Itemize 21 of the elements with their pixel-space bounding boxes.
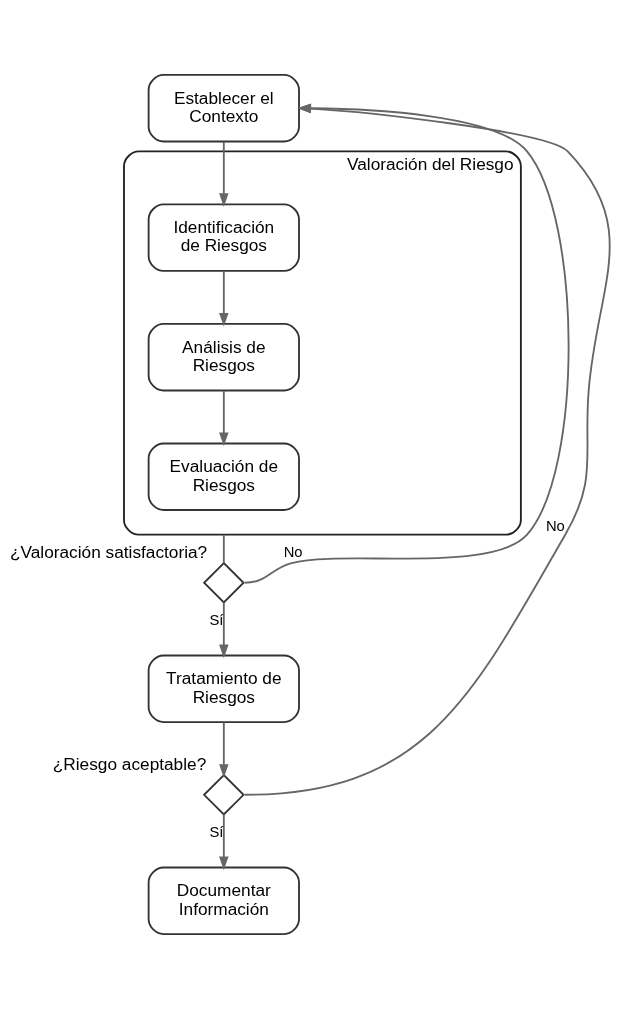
node-box: Análisis de Riesgos bbox=[147, 323, 300, 392]
edge-label: No bbox=[545, 517, 565, 534]
arrow bbox=[219, 721, 229, 778]
node-box: Tratamiento de Riesgos bbox=[147, 654, 300, 723]
arrow bbox=[219, 601, 229, 659]
node-box: Establecer el Contexto bbox=[147, 74, 300, 143]
edge-label: No bbox=[283, 543, 303, 560]
node-box: Documentar Información bbox=[147, 866, 300, 935]
arrow bbox=[219, 813, 229, 871]
arrow bbox=[219, 389, 229, 447]
arrow bbox=[219, 270, 229, 327]
node-label: ¿Riesgo aceptable? bbox=[52, 754, 207, 775]
edge-label: Sí bbox=[209, 823, 224, 840]
node-label: ¿Valoración satisfactoria? bbox=[9, 542, 208, 563]
node-diamond bbox=[202, 561, 245, 604]
node-box: Evaluación de Riesgos bbox=[147, 442, 300, 511]
node-box: Identificación de Riesgos bbox=[147, 203, 300, 272]
connector bbox=[222, 533, 225, 564]
edge-label: Sí bbox=[209, 611, 224, 628]
node-diamond bbox=[202, 773, 245, 816]
arrow bbox=[219, 140, 229, 207]
